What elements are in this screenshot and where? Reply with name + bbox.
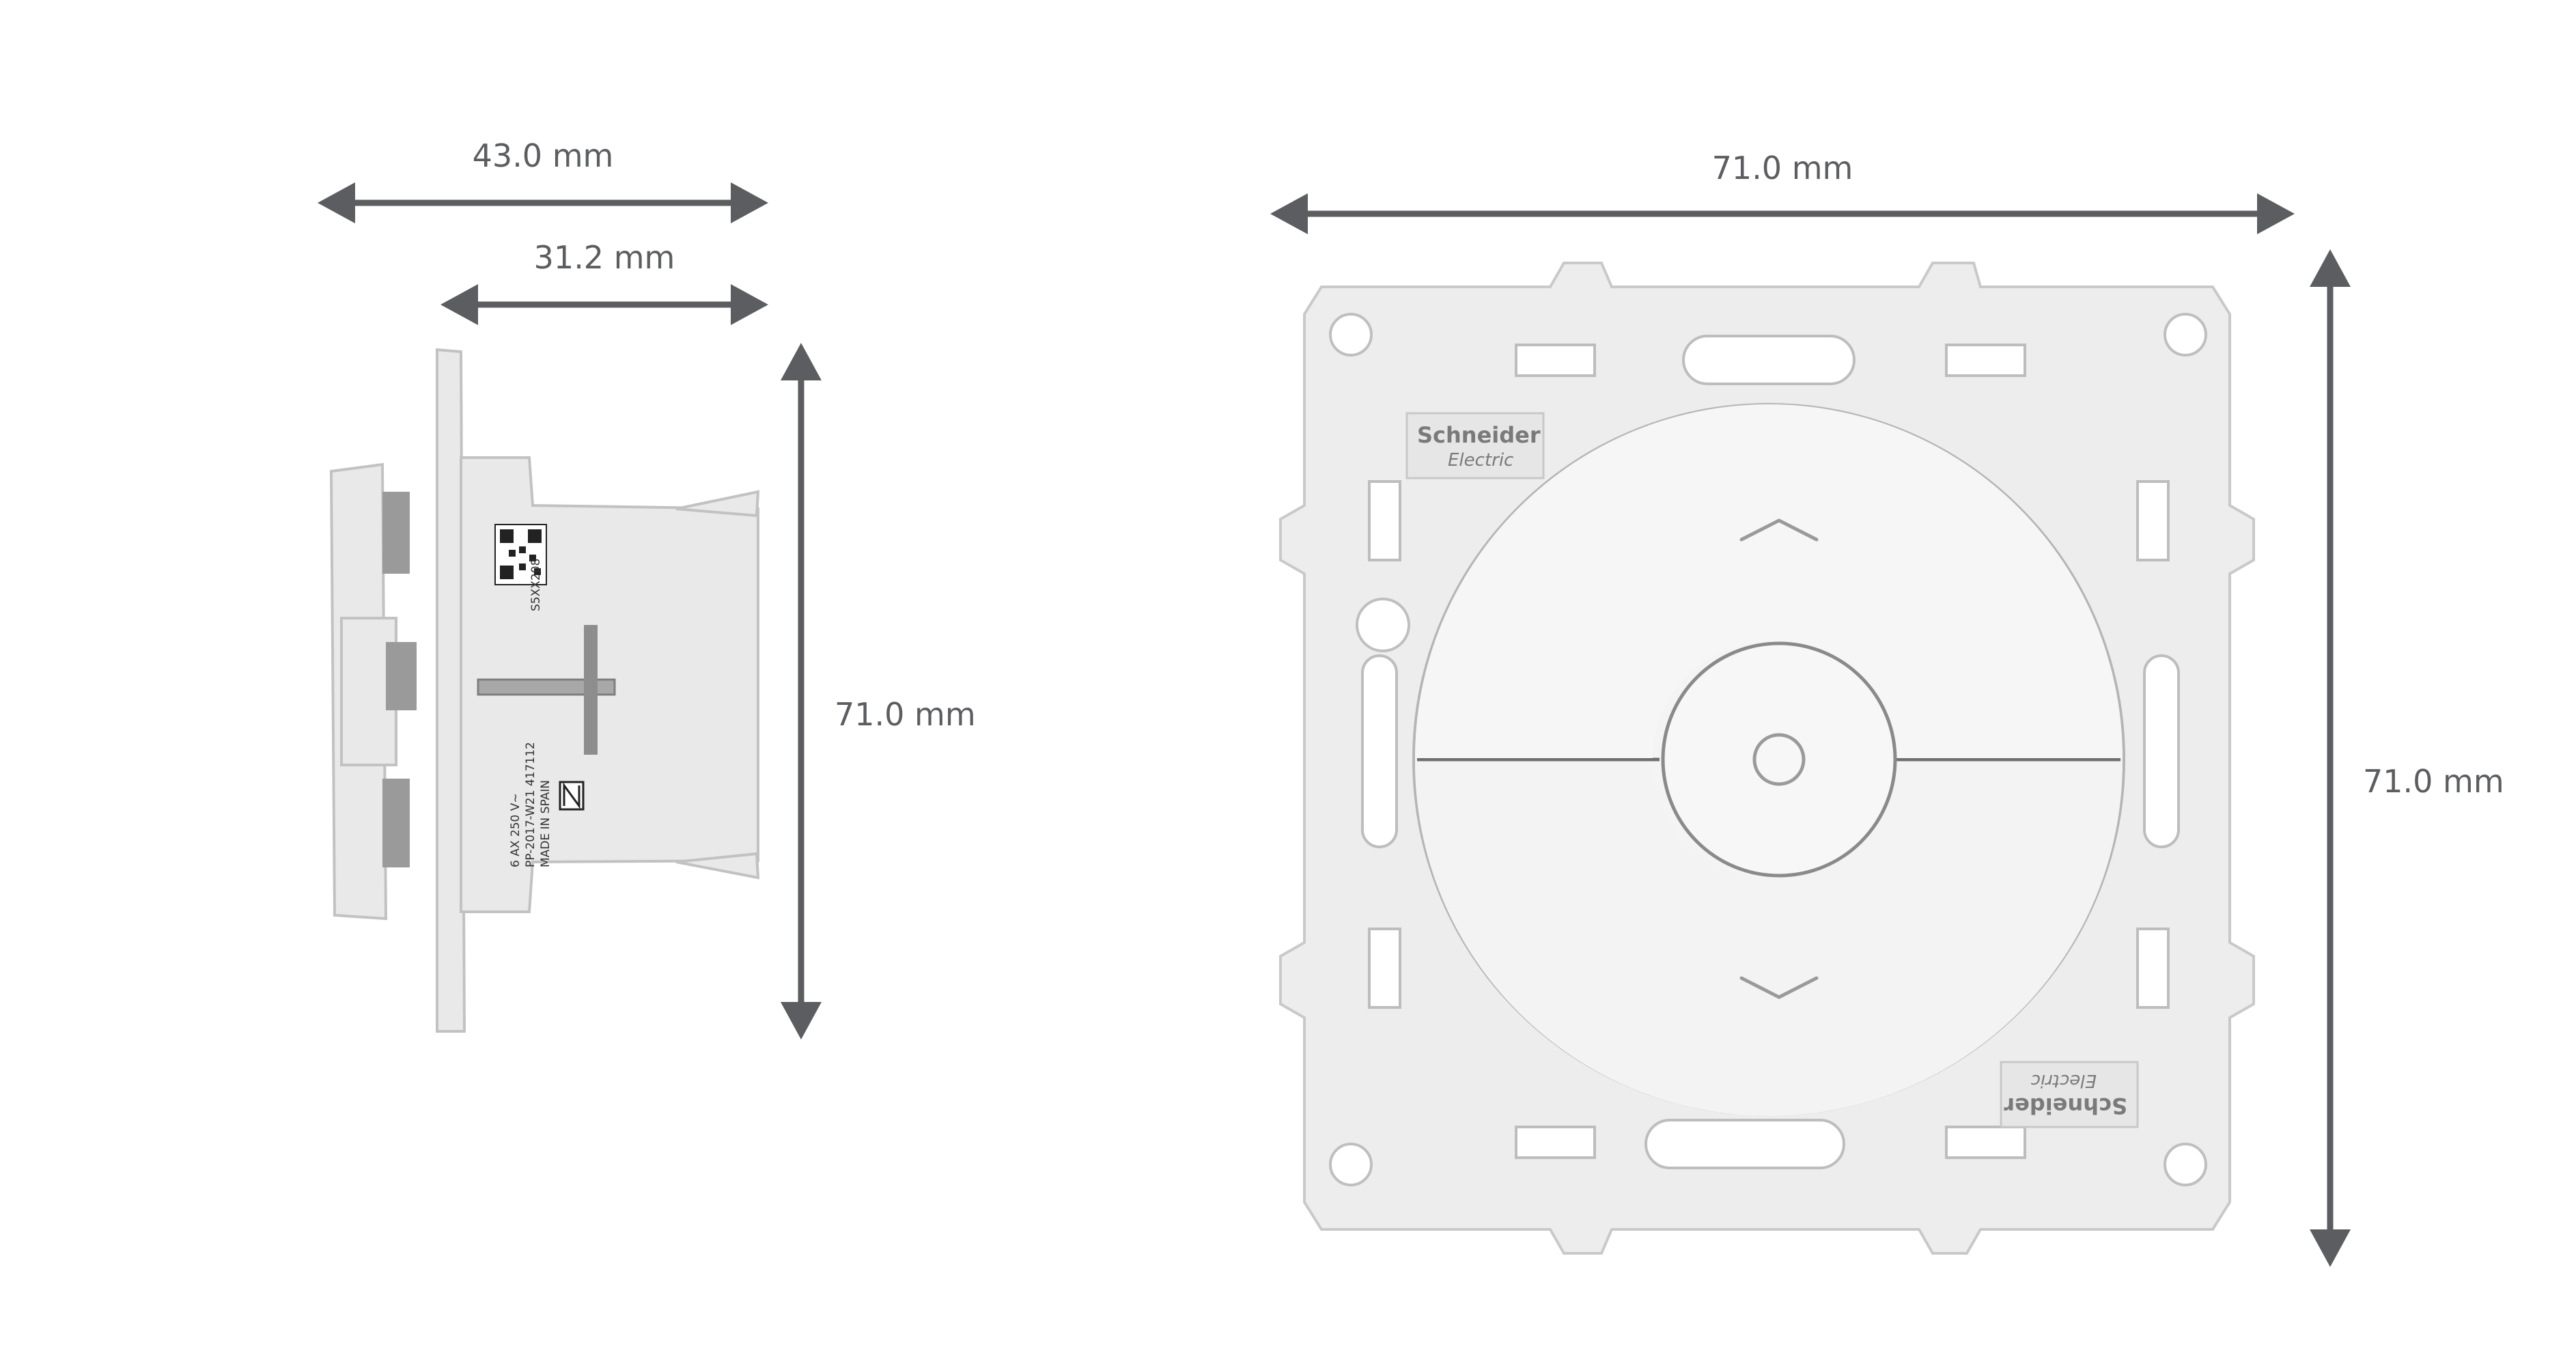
brand-bottom-sub: Electric <box>2031 1070 2097 1091</box>
side-rocker-gap-bottom <box>382 779 410 867</box>
dimension-front-width: 71.0 mm <box>1270 150 2295 234</box>
clip-slot-right-bottom <box>2136 928 2170 1009</box>
corner-hole-top-left <box>1329 313 1373 357</box>
dimension-front-height: 71.0 mm <box>2310 249 2504 1267</box>
corner-hole-bottom-left <box>1329 1143 1373 1186</box>
side-mounting-plate <box>436 348 466 1033</box>
down-button[interactable] <box>1415 762 2123 1116</box>
chevron-down-icon <box>1739 976 1819 999</box>
side-label-origin: MADE IN SPAIN <box>539 780 552 867</box>
side-claw-top <box>675 490 760 518</box>
side-printed-label-block: 6 AX 250 V~ PP-2017-W21 417112 MADE IN S… <box>509 742 552 867</box>
dimension-side-depth-total: 43.0 mm <box>318 137 768 223</box>
clip-slot-bottom-right <box>1945 1126 2026 1159</box>
brand-bottom-name: Schneider <box>2004 1093 2127 1119</box>
clip-slot-right-top <box>2136 480 2170 561</box>
side-view-switch: S5XX208 6 AX 250 V~ PP-2017-W21 417112 M… <box>329 348 760 1033</box>
brand-top-name: Schneider <box>1417 422 1541 448</box>
dimension-side-height: 71.0 mm <box>781 343 976 1040</box>
side-label-rating: 6 AX 250 V~ <box>509 793 522 867</box>
side-slot-right <box>2143 654 2180 848</box>
clip-slot-left-bottom <box>1368 928 1401 1009</box>
dimension-label-front-height: 71.0 mm <box>2363 763 2504 800</box>
qr-code-icon <box>494 524 547 585</box>
dimension-label-side-depth-total: 43.0 mm <box>473 137 614 174</box>
brand-plate-top <box>1405 412 1545 479</box>
front-view-switch: Schneider Electric Schneider Electric <box>1279 262 2255 1255</box>
side-rocker-gap-mid <box>386 642 417 710</box>
clip-slot-left-top <box>1368 480 1401 561</box>
keyhole-slot-top <box>1682 335 1856 385</box>
side-label-code: PP-2017-W21 417112 <box>524 742 537 867</box>
side-label-model: S5XX208 <box>529 559 543 611</box>
clip-slot-bottom-left <box>1515 1126 1596 1159</box>
chevron-up-icon <box>1739 518 1819 542</box>
side-rocker-gap-top <box>382 492 410 574</box>
dimension-label-front-width: 71.0 mm <box>1712 150 1853 186</box>
brand-plate-bottom: Schneider Electric <box>2000 1061 2139 1128</box>
dimension-label-side-height: 71.0 mm <box>835 696 976 733</box>
circle-stop-icon <box>1752 733 1806 786</box>
brand-top-sub: Electric <box>1448 450 1513 471</box>
up-button[interactable] <box>1415 404 2123 758</box>
side-terminal-screw <box>584 625 598 755</box>
dimension-label-side-depth-body: 31.2 mm <box>534 239 675 276</box>
keyhole-slot-bottom <box>1644 1119 1845 1169</box>
side-slot-left <box>1361 654 1398 848</box>
dimension-side-depth-body: 31.2 mm <box>440 239 768 325</box>
side-hole-left <box>1356 598 1410 652</box>
corner-hole-bottom-right <box>2164 1143 2207 1186</box>
side-terminal-pin <box>477 678 616 696</box>
clip-slot-top-left <box>1515 344 1596 377</box>
side-printed-label: S5XX208 <box>529 559 543 611</box>
side-claw-bottom <box>675 852 760 880</box>
corner-hole-top-right <box>2164 313 2207 357</box>
clip-slot-top-right <box>1945 344 2026 377</box>
stop-button[interactable] <box>1661 641 1897 878</box>
